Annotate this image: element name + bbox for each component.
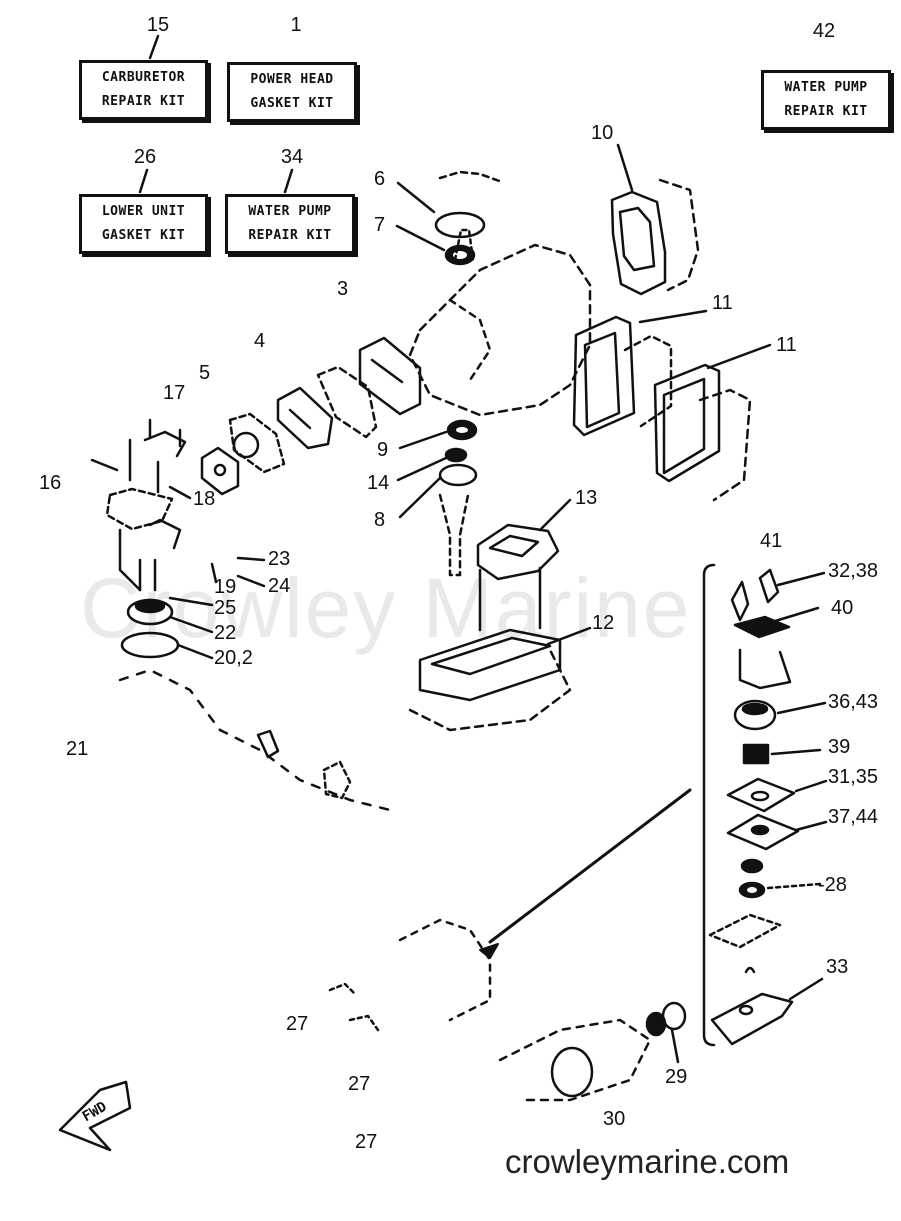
callout-19: 19 bbox=[214, 576, 237, 598]
callout-36-43: 36,43 bbox=[828, 691, 879, 713]
callout-27c: 27 bbox=[355, 1131, 378, 1153]
kit-line2: REPAIR KIT bbox=[248, 228, 332, 243]
callout-25: 25 bbox=[214, 597, 237, 619]
watermark: Crowley Marine bbox=[80, 561, 692, 655]
callout-11b: 11 bbox=[776, 334, 797, 356]
callout-18: 18 bbox=[193, 488, 216, 510]
kit-box-lower-unit: LOWER UNIT GASKET KIT bbox=[79, 194, 208, 254]
callout-7: 7 bbox=[374, 214, 386, 236]
callout-22: 22 bbox=[214, 622, 237, 644]
callout-27b: 27 bbox=[348, 1073, 371, 1095]
callout-33: 33 bbox=[826, 956, 849, 978]
callout-24: 24 bbox=[268, 575, 291, 597]
kit-box-water-pump-42: WATER PUMP REPAIR KIT bbox=[761, 70, 891, 130]
callout-39: 39 bbox=[828, 736, 851, 758]
kit-number-15: 15 bbox=[146, 14, 170, 36]
callout-21: 21 bbox=[66, 738, 89, 760]
kit-line1: POWER HEAD bbox=[250, 72, 334, 87]
callout-6: 6 bbox=[374, 168, 386, 190]
kit-line2: REPAIR KIT bbox=[101, 94, 186, 109]
callout-13: 13 bbox=[575, 487, 598, 509]
callout-20: 20,2 bbox=[214, 647, 253, 669]
kit-number-1: 1 bbox=[290, 14, 302, 36]
kit-line2: GASKET KIT bbox=[250, 96, 334, 111]
kit-line1: WATER PUMP bbox=[784, 80, 868, 95]
kit-line2: REPAIR KIT bbox=[784, 104, 868, 119]
callout-30: 30 bbox=[603, 1108, 626, 1130]
callout-29: 29 bbox=[665, 1066, 688, 1088]
callout-14: 14 bbox=[367, 472, 390, 494]
callout-3: 3 bbox=[337, 278, 349, 300]
kit-box-water-pump-34: WATER PUMP REPAIR KIT bbox=[225, 194, 355, 254]
callout-31-35: 31,35 bbox=[828, 766, 879, 788]
site-url: crowleymarine.com bbox=[505, 1143, 790, 1180]
callout-28: -28 bbox=[818, 874, 847, 896]
kit-line2: GASKET KIT bbox=[101, 228, 186, 243]
callout-32-38: 32,38 bbox=[828, 560, 879, 582]
kit-number-34: 34 bbox=[280, 146, 304, 168]
callout-40: 40 bbox=[831, 597, 854, 619]
kit-box-carburetor: CARBURETOR REPAIR KIT bbox=[79, 60, 208, 120]
callout-8: 8 bbox=[374, 509, 386, 531]
callout-4: 4 bbox=[254, 330, 266, 352]
callout-11a: 11 bbox=[712, 292, 733, 314]
kit-number-42: 42 bbox=[812, 20, 836, 42]
callout-10: 10 bbox=[591, 122, 614, 144]
callout-37-44: 37,44 bbox=[828, 806, 879, 828]
callout-12: 12 bbox=[592, 612, 615, 634]
callout-41: 41 bbox=[760, 530, 783, 552]
callout-27a: 27 bbox=[286, 1013, 309, 1035]
kit-line1: WATER PUMP bbox=[248, 204, 332, 219]
callout-23: 23 bbox=[268, 548, 291, 570]
callout-16: 16 bbox=[39, 472, 62, 494]
kit-line1: CARBURETOR bbox=[101, 70, 186, 85]
kit-box-power-head: POWER HEAD GASKET KIT bbox=[227, 62, 357, 122]
kit-line1: LOWER UNIT bbox=[101, 204, 186, 219]
callout-5: 5 bbox=[199, 362, 211, 384]
callout-17: 17 bbox=[163, 382, 186, 404]
callout-9: 9 bbox=[377, 439, 389, 461]
kit-number-26: 26 bbox=[133, 146, 157, 168]
